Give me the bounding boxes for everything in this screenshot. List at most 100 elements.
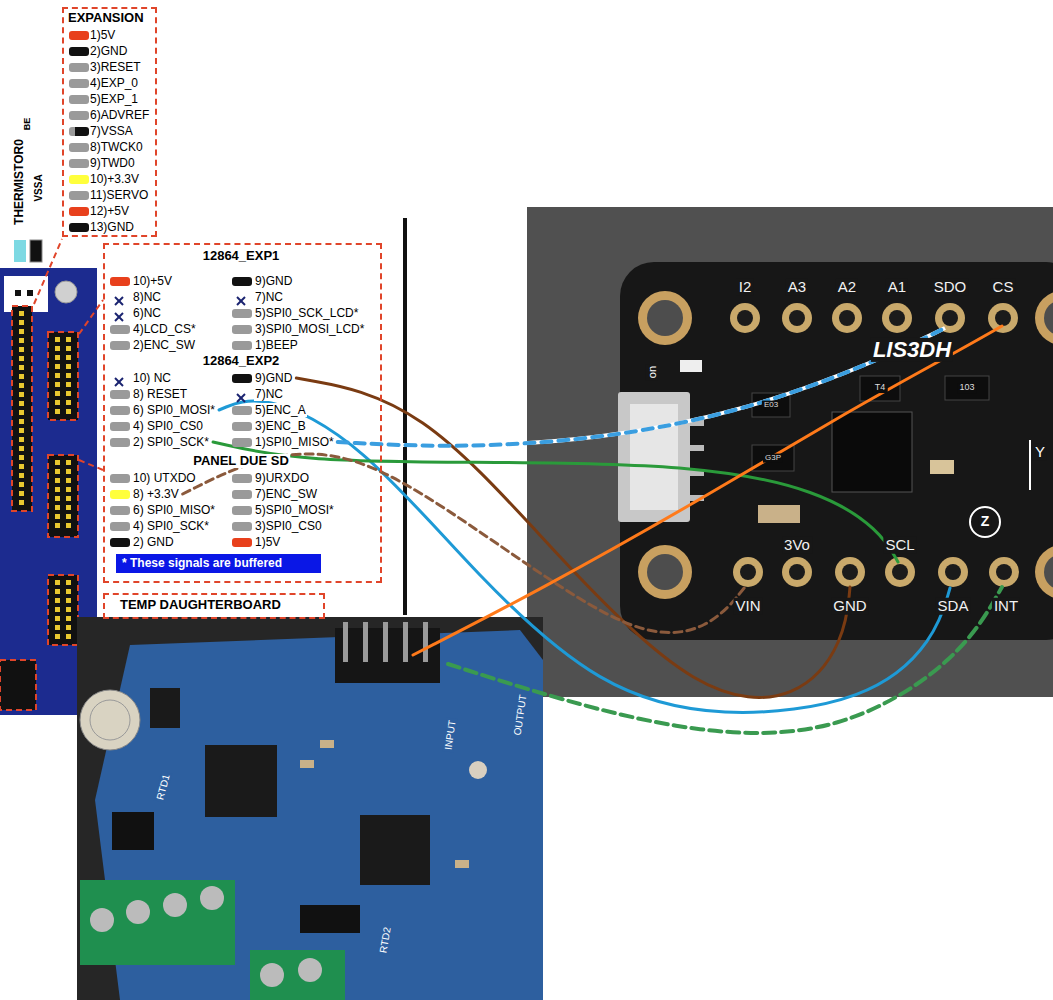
capacitor (90, 700, 130, 740)
accelerometer-chip (832, 412, 912, 492)
note-text: * These signals are buffered (121, 556, 283, 570)
stemma-connector (630, 404, 678, 510)
header-title: 12864_EXP2 (202, 354, 281, 368)
solder-pad-hole (995, 310, 1011, 326)
header-pin (19, 428, 24, 433)
jumper (112, 812, 154, 850)
mounting-hole-center (1044, 300, 1053, 336)
solder-pad (782, 303, 812, 333)
pin-color-swatch (232, 341, 252, 350)
mounting-hole (55, 281, 77, 303)
header-pin (66, 337, 71, 342)
solder-pad-hole (842, 564, 858, 580)
terminal-block (250, 950, 345, 1000)
header-title: PANEL DUE SD (192, 454, 290, 468)
pin-label: 8)TWCK0 (89, 140, 144, 154)
wire (413, 326, 1002, 655)
header-pin (55, 337, 60, 342)
solder-pad-hole (740, 564, 756, 580)
header-pin (55, 364, 60, 369)
pin-color-swatch (232, 374, 252, 383)
wire (448, 587, 1002, 733)
header-pin (55, 460, 60, 465)
header-pin (19, 356, 24, 361)
pin-name: A2 (836, 279, 858, 296)
jumper (300, 905, 360, 933)
pin-label: 11)SERVO (89, 188, 149, 202)
pin-label: 5)SPI0_SCK_LCD* (254, 306, 359, 320)
pin-color-swatch (69, 223, 89, 232)
pin-label: 9)URXDO (254, 471, 310, 485)
solder-pad-hole (789, 310, 805, 326)
header-pin (66, 478, 71, 483)
header-pin (55, 514, 60, 519)
pin-color-swatch (232, 422, 252, 431)
header-pin (423, 622, 428, 662)
header-pin (66, 382, 71, 387)
connector-pin (690, 445, 704, 451)
pin-label: 4)LCD_CS* (132, 322, 197, 336)
silkscreen-text: on (646, 364, 658, 380)
pin-color-swatch (69, 207, 89, 216)
pin-name: VIN (733, 598, 762, 615)
leader-line (79, 460, 103, 470)
pin-label: 6)ADVREF (89, 108, 150, 122)
stemma-connector (618, 392, 690, 522)
silkscreen-text: RTD1 (154, 771, 172, 803)
pin-name: GND (831, 598, 868, 615)
pin-color-swatch (232, 474, 252, 483)
header-pin (19, 320, 24, 325)
mounting-hole (638, 291, 692, 345)
mounting-hole (638, 545, 692, 599)
pin-color-swatch (110, 506, 130, 515)
cross-stroke (115, 378, 123, 386)
pin-color-swatch (232, 309, 252, 318)
cross-stroke (237, 394, 245, 402)
solder-pad-hole (892, 564, 908, 580)
header-pin (19, 410, 24, 415)
wire (219, 401, 950, 712)
terminal-screw (260, 963, 284, 987)
pin-color-swatch (110, 474, 130, 483)
photo-background (77, 617, 543, 1000)
pin-label: 3)ENC_B (254, 419, 307, 433)
header-pin (343, 622, 348, 662)
solder-pad-hole (942, 310, 958, 326)
pin-label: 10) UTXDO (132, 471, 197, 485)
header-pin (66, 580, 71, 585)
pin-label: 8) +3.3V (132, 487, 180, 501)
header-pin (55, 598, 60, 603)
daughterboard-photo (77, 617, 543, 1000)
header-pin (55, 505, 60, 510)
pin-label: 2)ENC_SW (132, 338, 196, 352)
solder-pad (832, 303, 862, 333)
pin-color-swatch (232, 438, 252, 447)
pin-label: 4) SPI0_SCK* (132, 519, 210, 533)
capacitor (930, 460, 954, 474)
header-box: TEMP DAUGHTERBOARD (103, 593, 325, 619)
header-pin (66, 598, 71, 603)
header-pin (66, 589, 71, 594)
component-marking: E03 (762, 401, 780, 410)
header-title: EXPANSION (67, 11, 145, 25)
pin-color-swatch (110, 406, 130, 415)
pin-label: 7)NC (254, 290, 284, 304)
pin-label: 7)NC (254, 387, 284, 401)
header-pin (19, 491, 24, 496)
header-pin (66, 400, 71, 405)
pin-name: INT (992, 598, 1020, 615)
pin-color-swatch (110, 438, 130, 447)
header-pin (55, 625, 60, 630)
header-pin (66, 505, 71, 510)
header-pin (55, 391, 60, 396)
header-pin (19, 347, 24, 352)
mounting-hole-center (647, 554, 683, 590)
pin-label: 1)5V (89, 28, 116, 42)
mounting-hole (469, 761, 487, 779)
axis-arrow (1029, 440, 1031, 490)
header-pin (55, 607, 60, 612)
solder-pad-hole (996, 564, 1012, 580)
header-pin (66, 523, 71, 528)
pin-label: 9)GND (254, 274, 293, 288)
